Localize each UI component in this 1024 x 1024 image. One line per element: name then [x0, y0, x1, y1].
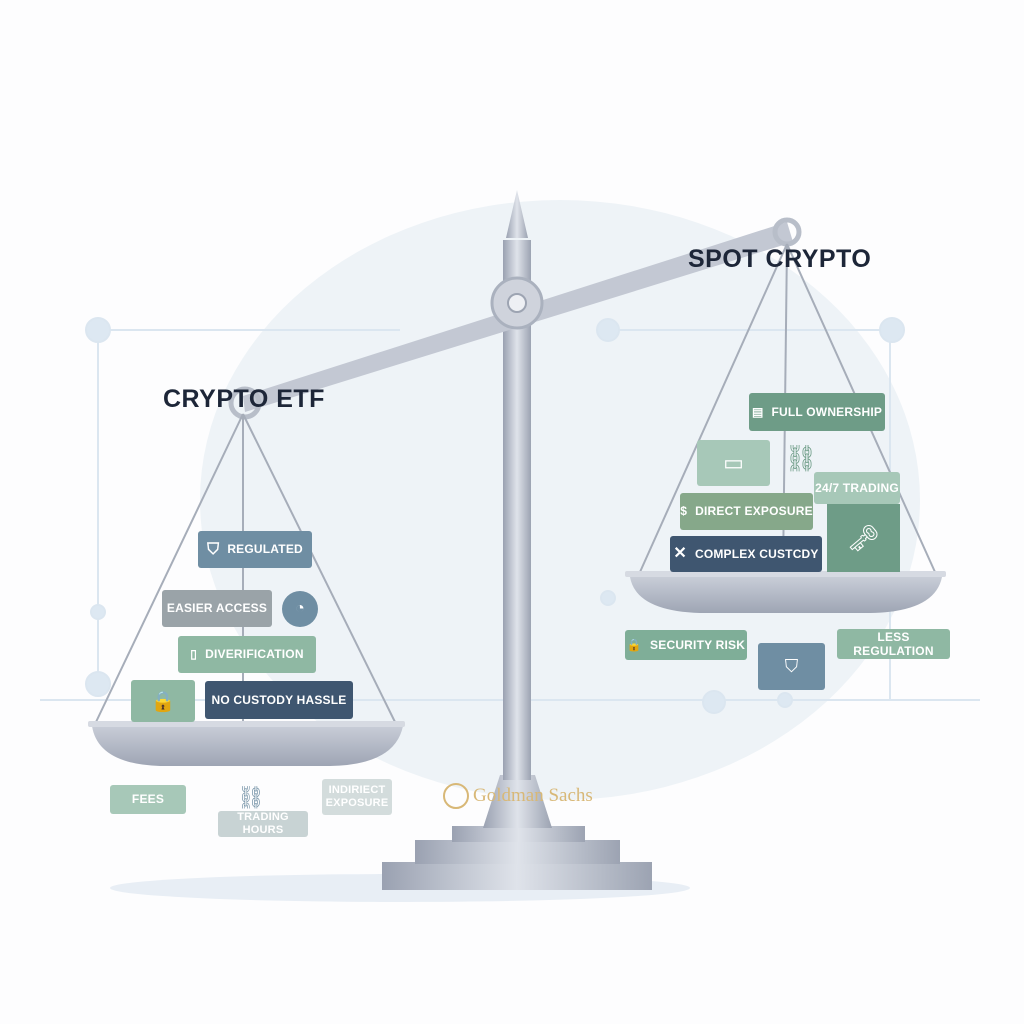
hand-coin-icon: $ [680, 504, 688, 519]
tag-fees: FEES [110, 785, 186, 814]
spot-crypto-title: SPOT CRYPTO [688, 245, 872, 273]
tag-trading-hours: TRADING HOURS [218, 811, 308, 837]
tag-indirect-exposure: INDIRIECT EXPOSURE [322, 779, 392, 815]
scale-base [382, 862, 652, 890]
door-icon: ▯ [190, 647, 198, 662]
tag-regulated: ⛉REGULATED [198, 531, 312, 568]
tag-diversification: ▯DIVERIFICATION [178, 636, 316, 673]
left-pan [92, 726, 403, 766]
crossed-tools-icon: ✕ [673, 545, 687, 563]
tag-security-risk: 🔒SECURITY RISK [625, 630, 747, 660]
pie-chart-icon: ◔ [282, 591, 318, 627]
tag-complex-custody: ✕COMPLEX CUSTCDY [670, 536, 822, 572]
certificate-icon: ▭ [697, 440, 770, 486]
goldman-sachs-logo: Goldman Sachs [443, 783, 593, 809]
tag-no-custody-hassle: NO CUSTODY HASSLE [205, 681, 353, 719]
pillar-finial [506, 190, 528, 238]
keys-clock-icon: 🗝 [827, 504, 900, 572]
shield-x-icon: ⛉ [758, 643, 825, 690]
tag-full-ownership: ▤FULL OWNERSHIP [749, 393, 885, 431]
crypto-etf-title: CRYPTO ETF [163, 385, 325, 413]
document-icon: ▤ [751, 404, 764, 419]
fingerprint-icon [443, 783, 469, 809]
briefcase-lock-icon: 🔒 [131, 680, 195, 722]
tag-easier-access: EASIER ACCESS [162, 590, 272, 627]
right-pan [630, 577, 942, 613]
lock-icon: 🔒 [626, 637, 643, 652]
tag-24-7-trading: 24/7 TRADING [814, 472, 900, 504]
broken-chain-icon: ⛓ [237, 785, 265, 810]
chain-link-icon: ⛓ [784, 442, 818, 473]
shield-icon: ⛉ [207, 540, 220, 558]
tag-direct-exposure: $DIRECT EXPOSURE [680, 493, 813, 530]
tag-less-regulation: LESS REGULATION [837, 629, 950, 659]
